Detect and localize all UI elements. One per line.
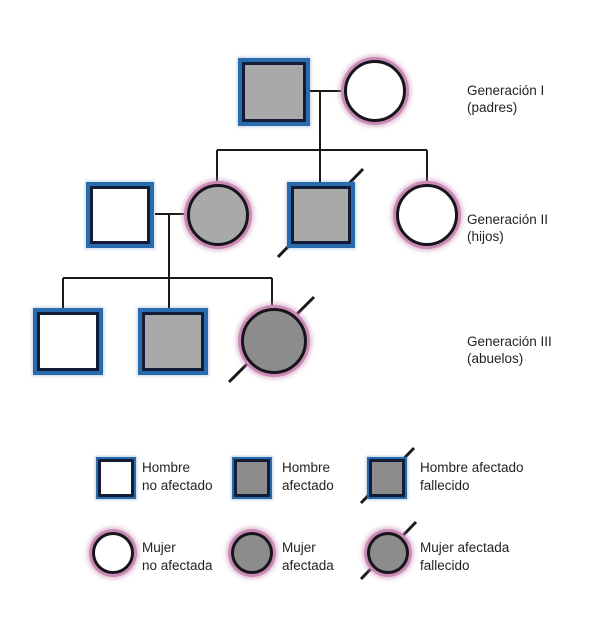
- legend-label-line2: fallecido: [420, 557, 470, 573]
- unaffected-male-icon: [98, 459, 134, 497]
- generation-1-label-line2: (padres): [467, 100, 518, 115]
- legend-label-line1: Hombre: [282, 460, 331, 475]
- legend-label-line1: Hombre: [142, 460, 191, 475]
- gen2-unaffected-male-symbol: [90, 186, 150, 244]
- legend-label-line2: fallecido: [420, 477, 470, 493]
- gen3-unaffected-male-symbol: [37, 312, 99, 371]
- affected-male-icon: [234, 459, 270, 497]
- legend-label-line1: Mujer: [282, 540, 316, 555]
- legend-label-line1: Mujer afectada: [420, 540, 510, 555]
- legend-item-deceased-affected-male: Hombre afectado fallecido: [420, 459, 524, 494]
- legend-label-line1: Hombre afectado: [420, 460, 524, 475]
- unaffected-female-icon: [92, 532, 134, 574]
- generation-2-label: Generación II (hijos): [467, 211, 548, 245]
- generation-1-label: Generación I (padres): [467, 82, 544, 116]
- gen2-unaffected-female-symbol: [396, 184, 458, 246]
- legend-label-line1: Mujer: [142, 540, 176, 555]
- legend-label-line2: afectado: [282, 477, 334, 493]
- gen1-unaffected-female-symbol: [344, 60, 406, 122]
- affected-female-icon: [231, 532, 273, 574]
- deceased-affected-male-icon: [369, 459, 405, 497]
- gen1-affected-male-symbol: [242, 62, 306, 122]
- deceased-affected-female-icon: [367, 532, 409, 574]
- generation-3-label: Generación III (abuelos): [467, 333, 552, 367]
- legend-item-deceased-affected-female: Mujer afectada fallecido: [420, 539, 509, 574]
- gen3-affected-male-symbol: [142, 312, 204, 371]
- legend-item-affected-male: Hombre afectado: [282, 459, 334, 494]
- legend-item-affected-female: Mujer afectada: [282, 539, 334, 574]
- generation-3-label-line1: Generación III: [467, 334, 552, 349]
- generation-2-label-line2: (hijos): [467, 229, 504, 244]
- gen2-affected-female-symbol: [187, 184, 249, 246]
- gen2-deceased-affected-male-symbol: [291, 186, 351, 244]
- generation-2-label-line1: Generación II: [467, 212, 549, 227]
- legend-label-line2: no afectada: [142, 557, 213, 573]
- generation-3-label-line2: (abuelos): [467, 351, 524, 366]
- legend-item-unaffected-male: Hombre no afectado: [142, 459, 213, 494]
- legend-label-line2: afectada: [282, 557, 334, 573]
- legend-item-unaffected-female: Mujer no afectada: [142, 539, 213, 574]
- generation-1-label-line1: Generación I: [467, 83, 545, 98]
- gen3-deceased-affected-female-symbol: [241, 308, 307, 374]
- legend-label-line2: no afectado: [142, 477, 213, 493]
